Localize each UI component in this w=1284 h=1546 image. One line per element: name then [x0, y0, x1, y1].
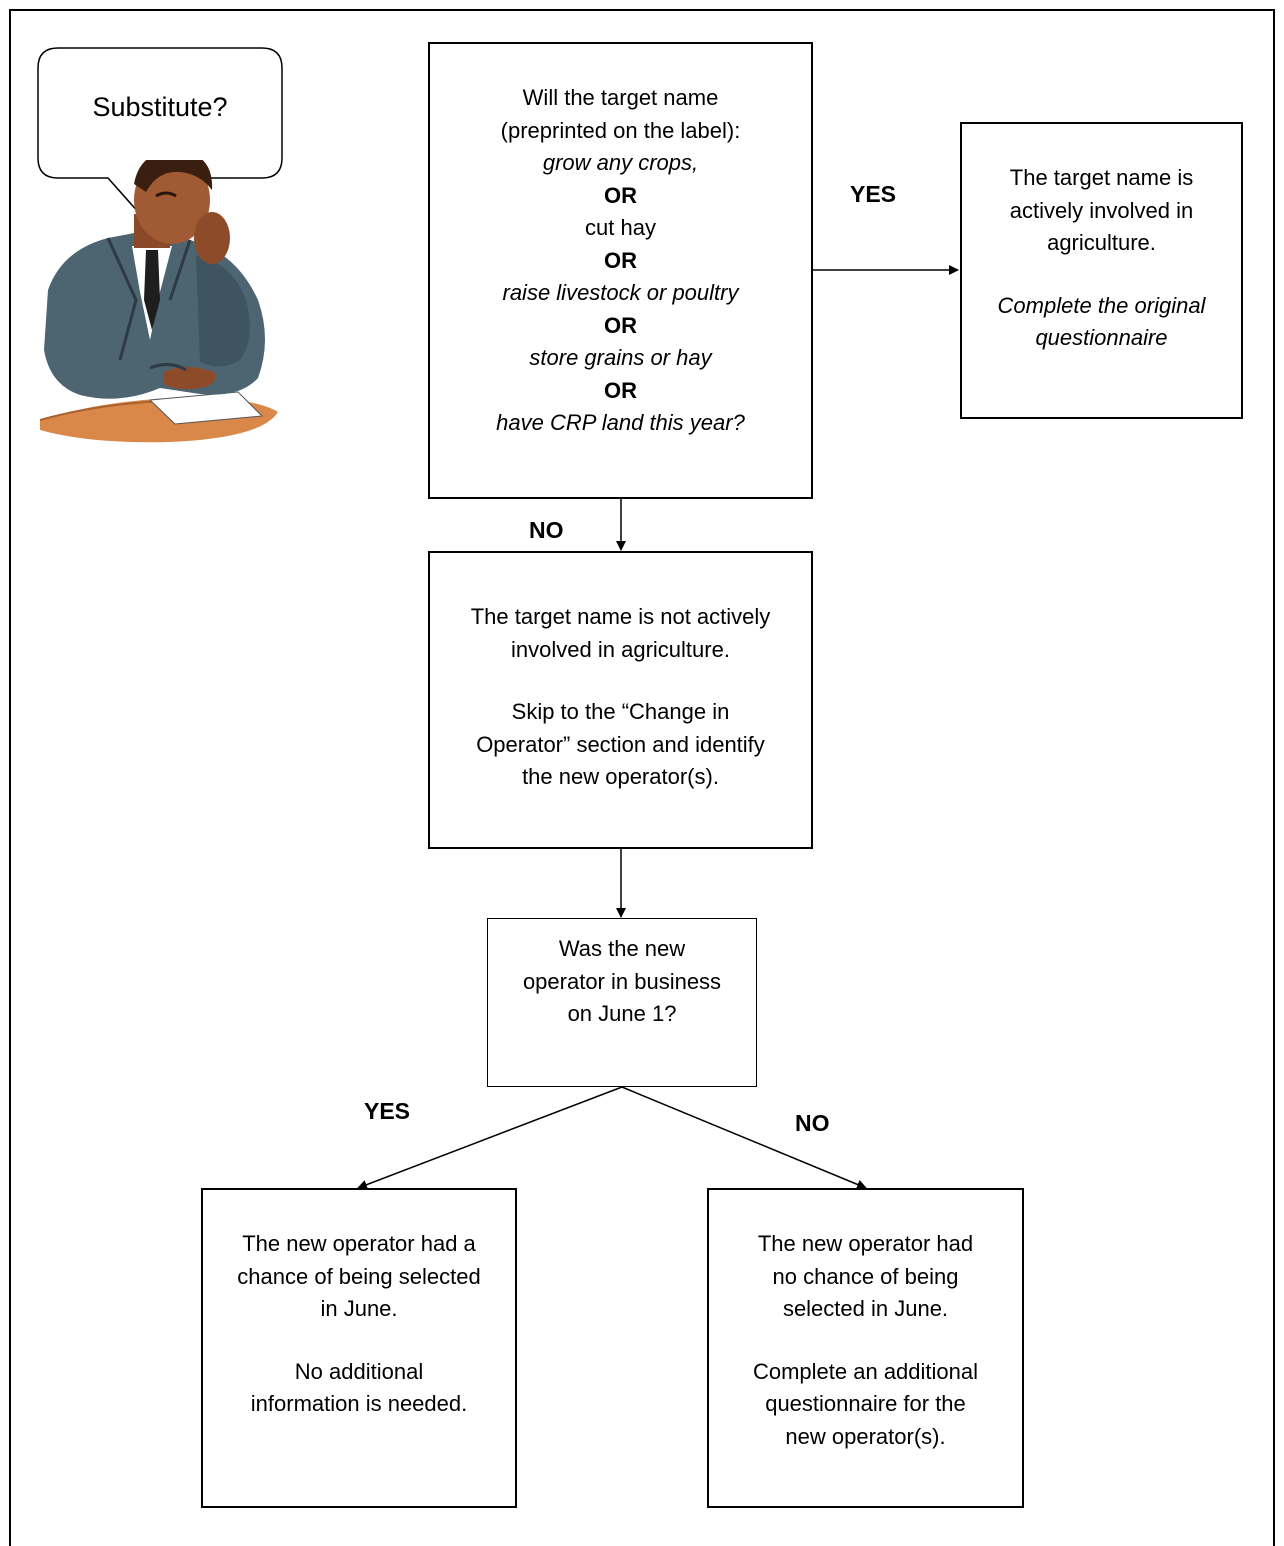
no-chance-instruction-1: Complete an additional — [752, 1358, 979, 1384]
june-question-line-2: operator in business — [522, 968, 722, 994]
no-chance-line-3: selected in June. — [782, 1296, 949, 1321]
chance-instruction-1: No additional — [294, 1358, 424, 1384]
chance-line-3: in June. — [320, 1296, 398, 1321]
question-or-2: OR — [604, 247, 637, 273]
thinking-businessman-icon — [39, 160, 278, 443]
not-involved-instruction-1: Skip to the “Change in — [511, 699, 730, 724]
no-chance-instruction-2: questionnaire for the — [765, 1391, 966, 1416]
chance-line-2: chance of being selected — [237, 1263, 481, 1289]
chance-line-1: The new operator had a — [242, 1231, 476, 1256]
actively-involved-line-2: actively involved in — [1009, 197, 1194, 223]
june-question-box: Was the new operator in business on June… — [487, 918, 757, 1087]
june-question-line-3: on June 1? — [567, 1001, 677, 1026]
label-yes-bottom: YES — [364, 1098, 411, 1124]
no-chance-line-2: no chance of being — [772, 1263, 959, 1289]
june-question-line-1: Was the new — [558, 936, 686, 961]
actively-involved-instruction-1: Complete the original — [997, 292, 1206, 318]
bubble-text: Substitute? — [92, 92, 228, 122]
no-chance-instruction-3: new operator(s). — [785, 1423, 946, 1449]
label-no-top: NO — [529, 517, 564, 543]
page-frame — [9, 9, 1275, 1546]
question-option-hay: cut hay — [585, 215, 656, 240]
label-no-bottom: NO — [795, 1110, 830, 1136]
question-or-4: OR — [604, 377, 637, 403]
question-box: Will the target name (preprinted on the … — [428, 42, 813, 499]
question-line-2: (preprinted on the label): — [500, 117, 741, 143]
chance-instruction-2: information is needed. — [250, 1391, 468, 1416]
question-line-1: Will the target name — [522, 85, 719, 110]
question-or-3: OR — [604, 312, 637, 338]
label-yes-top: YES — [850, 181, 897, 207]
no-chance-selected-box: The new operator had no chance of being … — [707, 1188, 1024, 1508]
not-involved-box: The target name is not actively involved… — [428, 551, 813, 849]
question-or-1: OR — [604, 182, 637, 208]
question-option-crops: grow any crops, — [542, 150, 699, 175]
not-involved-instruction-3: the new operator(s). — [522, 764, 719, 789]
actively-involved-box: The target name is actively involved in … — [960, 122, 1243, 419]
actively-involved-line-1: The target name is — [1009, 165, 1194, 190]
not-involved-line-1: The target name is not actively — [470, 604, 771, 629]
not-involved-line-2: involved in agriculture. — [511, 636, 730, 662]
actively-involved-line-3: agriculture. — [1047, 230, 1156, 255]
actively-involved-instruction-2: questionnaire — [1035, 325, 1168, 350]
question-option-store: store grains or hay — [529, 345, 712, 370]
question-option-crp: have CRP land this year? — [496, 410, 745, 435]
no-chance-line-1: The new operator had — [757, 1231, 974, 1256]
chance-selected-box: The new operator had a chance of being s… — [201, 1188, 517, 1508]
question-option-livestock: raise livestock or poultry — [502, 280, 739, 305]
not-involved-instruction-2: Operator” section and identify — [476, 731, 765, 757]
